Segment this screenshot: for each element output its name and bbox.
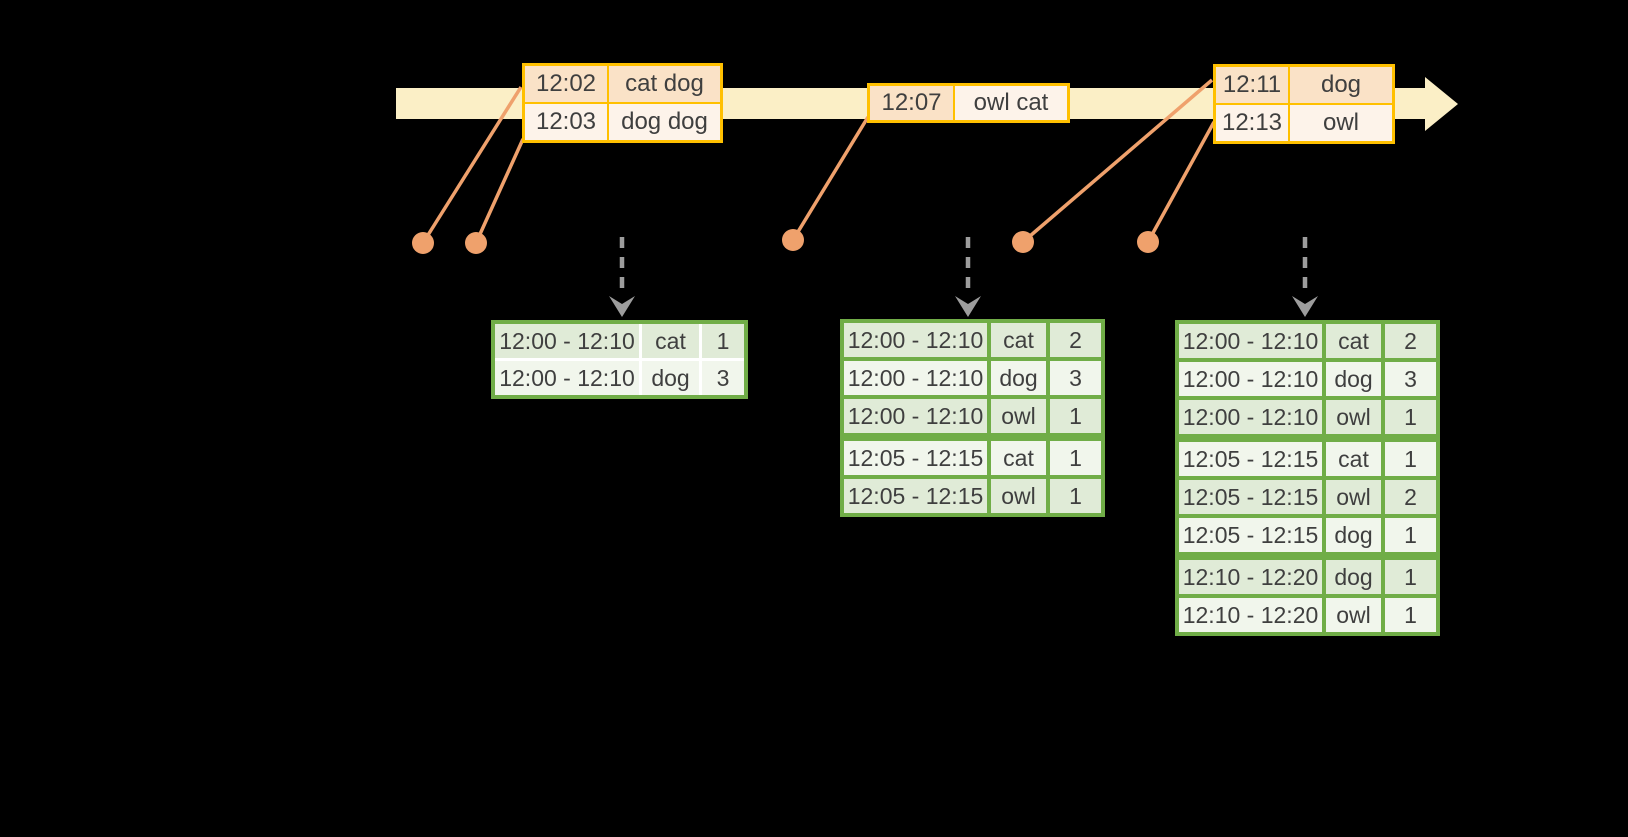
- trigger-arrow-icon: [1292, 237, 1318, 317]
- table-row: 12:00 - 12:10 cat 2: [844, 323, 1101, 357]
- window-cell: 12:00 - 12:10: [495, 324, 639, 358]
- word-cell: dog: [991, 361, 1046, 395]
- word-cell: dog: [642, 361, 699, 395]
- word-cell: dog: [1326, 518, 1381, 552]
- word-cell: dog: [1326, 362, 1381, 396]
- word-cell: owl: [1326, 400, 1381, 434]
- event-box-2: 12:07 owl cat: [867, 83, 1070, 123]
- word-cell: cat: [991, 441, 1046, 475]
- count-cell: 1: [1385, 598, 1436, 632]
- table-row: 12:05 - 12:15 dog 1: [1179, 518, 1436, 552]
- event-connector-line: [1021, 78, 1214, 244]
- count-cell: 1: [1385, 560, 1436, 594]
- table-row: 12:00 - 12:10 dog 3: [495, 361, 744, 395]
- table-row: 12:00 - 12:10 cat 1: [495, 324, 744, 358]
- result-table-1: 12:00 - 12:10 cat 1 12:00 - 12:10 dog 3: [491, 320, 748, 399]
- count-cell: 1: [1385, 400, 1436, 434]
- window-cell: 12:00 - 12:10: [844, 399, 987, 433]
- event-row: 12:07 owl cat: [870, 86, 1067, 120]
- event-row: 12:11 dog: [1216, 67, 1392, 103]
- event-time-cell: 12:07: [870, 86, 953, 120]
- count-cell: 3: [702, 361, 744, 395]
- event-value-cell: owl cat: [955, 86, 1067, 120]
- trigger-arrow-icon: [955, 237, 981, 317]
- window-cell: 12:00 - 12:10: [1179, 362, 1322, 396]
- table-row: 12:05 - 12:15 owl 1: [844, 479, 1101, 513]
- window-cell: 12:10 - 12:20: [1179, 560, 1322, 594]
- window-cell: 12:00 - 12:10: [1179, 324, 1322, 358]
- word-cell: cat: [642, 324, 699, 358]
- table-row: 12:00 - 12:10 owl 1: [1179, 400, 1436, 434]
- event-connector-line: [1146, 121, 1216, 243]
- count-cell: 1: [1050, 399, 1101, 433]
- window-cell: 12:00 - 12:10: [495, 361, 639, 395]
- event-dot-icon: [412, 232, 434, 254]
- count-cell: 3: [1385, 362, 1436, 396]
- event-value-cell: dog: [1290, 67, 1392, 103]
- table-row: 12:05 - 12:15 owl 2: [1179, 480, 1436, 514]
- event-time-cell: 12:13: [1216, 105, 1288, 141]
- window-cell: 12:05 - 12:15: [844, 479, 987, 513]
- count-cell: 2: [1385, 480, 1436, 514]
- window-cell: 12:05 - 12:15: [1179, 480, 1322, 514]
- word-cell: owl: [1326, 598, 1381, 632]
- window-cell: 12:10 - 12:20: [1179, 598, 1322, 632]
- table-row: 12:00 - 12:10 dog 3: [844, 361, 1101, 395]
- event-row: 12:02 cat dog: [525, 66, 720, 102]
- table-row: 12:05 - 12:15 cat 1: [844, 441, 1101, 475]
- count-cell: 1: [1050, 441, 1101, 475]
- event-dot-icon: [465, 232, 487, 254]
- event-dot-icon: [782, 229, 804, 251]
- event-connector-line: [421, 86, 523, 244]
- event-box-1: 12:02 cat dog 12:03 dog dog: [522, 63, 723, 143]
- result-table-3: 12:00 - 12:10 cat 2 12:00 - 12:10 dog 3 …: [1175, 320, 1440, 636]
- event-box-3: 12:11 dog 12:13 owl: [1213, 64, 1395, 144]
- event-connector-line: [791, 116, 870, 241]
- trigger-arrow-icon: [609, 237, 635, 317]
- table-row: 12:00 - 12:10 owl 1: [844, 399, 1101, 433]
- count-cell: 1: [702, 324, 744, 358]
- event-time-cell: 12:11: [1216, 67, 1288, 103]
- timeline-arrowhead-icon: [1425, 77, 1458, 131]
- count-cell: 1: [1385, 518, 1436, 552]
- window-cell: 12:00 - 12:10: [844, 361, 987, 395]
- table-row: 12:10 - 12:20 dog 1: [1179, 560, 1436, 594]
- table-row: 12:05 - 12:15 cat 1: [1179, 442, 1436, 476]
- table-row: 12:10 - 12:20 owl 1: [1179, 598, 1436, 632]
- event-value-cell: owl: [1290, 105, 1392, 141]
- event-value-cell: cat dog: [609, 66, 720, 102]
- word-cell: owl: [991, 479, 1046, 513]
- count-cell: 3: [1050, 361, 1101, 395]
- event-value-cell: dog dog: [609, 104, 720, 140]
- word-cell: cat: [1326, 442, 1381, 476]
- word-cell: dog: [1326, 560, 1381, 594]
- word-cell: cat: [1326, 324, 1381, 358]
- event-dot-icon: [1137, 231, 1159, 253]
- window-cell: 12:05 - 12:15: [1179, 442, 1322, 476]
- table-row: 12:00 - 12:10 dog 3: [1179, 362, 1436, 396]
- event-row: 12:13 owl: [1216, 105, 1392, 141]
- count-cell: 2: [1385, 324, 1436, 358]
- word-cell: owl: [1326, 480, 1381, 514]
- count-cell: 2: [1050, 323, 1101, 357]
- event-time-cell: 12:02: [525, 66, 607, 102]
- event-dot-icon: [1012, 231, 1034, 253]
- window-cell: 12:05 - 12:15: [1179, 518, 1322, 552]
- window-cell: 12:05 - 12:15: [844, 441, 987, 475]
- event-time-cell: 12:03: [525, 104, 607, 140]
- event-row: 12:03 dog dog: [525, 104, 720, 140]
- word-cell: owl: [991, 399, 1046, 433]
- count-cell: 1: [1050, 479, 1101, 513]
- window-cell: 12:00 - 12:10: [844, 323, 987, 357]
- count-cell: 1: [1385, 442, 1436, 476]
- window-cell: 12:00 - 12:10: [1179, 400, 1322, 434]
- result-table-2: 12:00 - 12:10 cat 2 12:00 - 12:10 dog 3 …: [840, 319, 1105, 517]
- word-cell: cat: [991, 323, 1046, 357]
- event-connector-line: [474, 138, 525, 244]
- table-row: 12:00 - 12:10 cat 2: [1179, 324, 1436, 358]
